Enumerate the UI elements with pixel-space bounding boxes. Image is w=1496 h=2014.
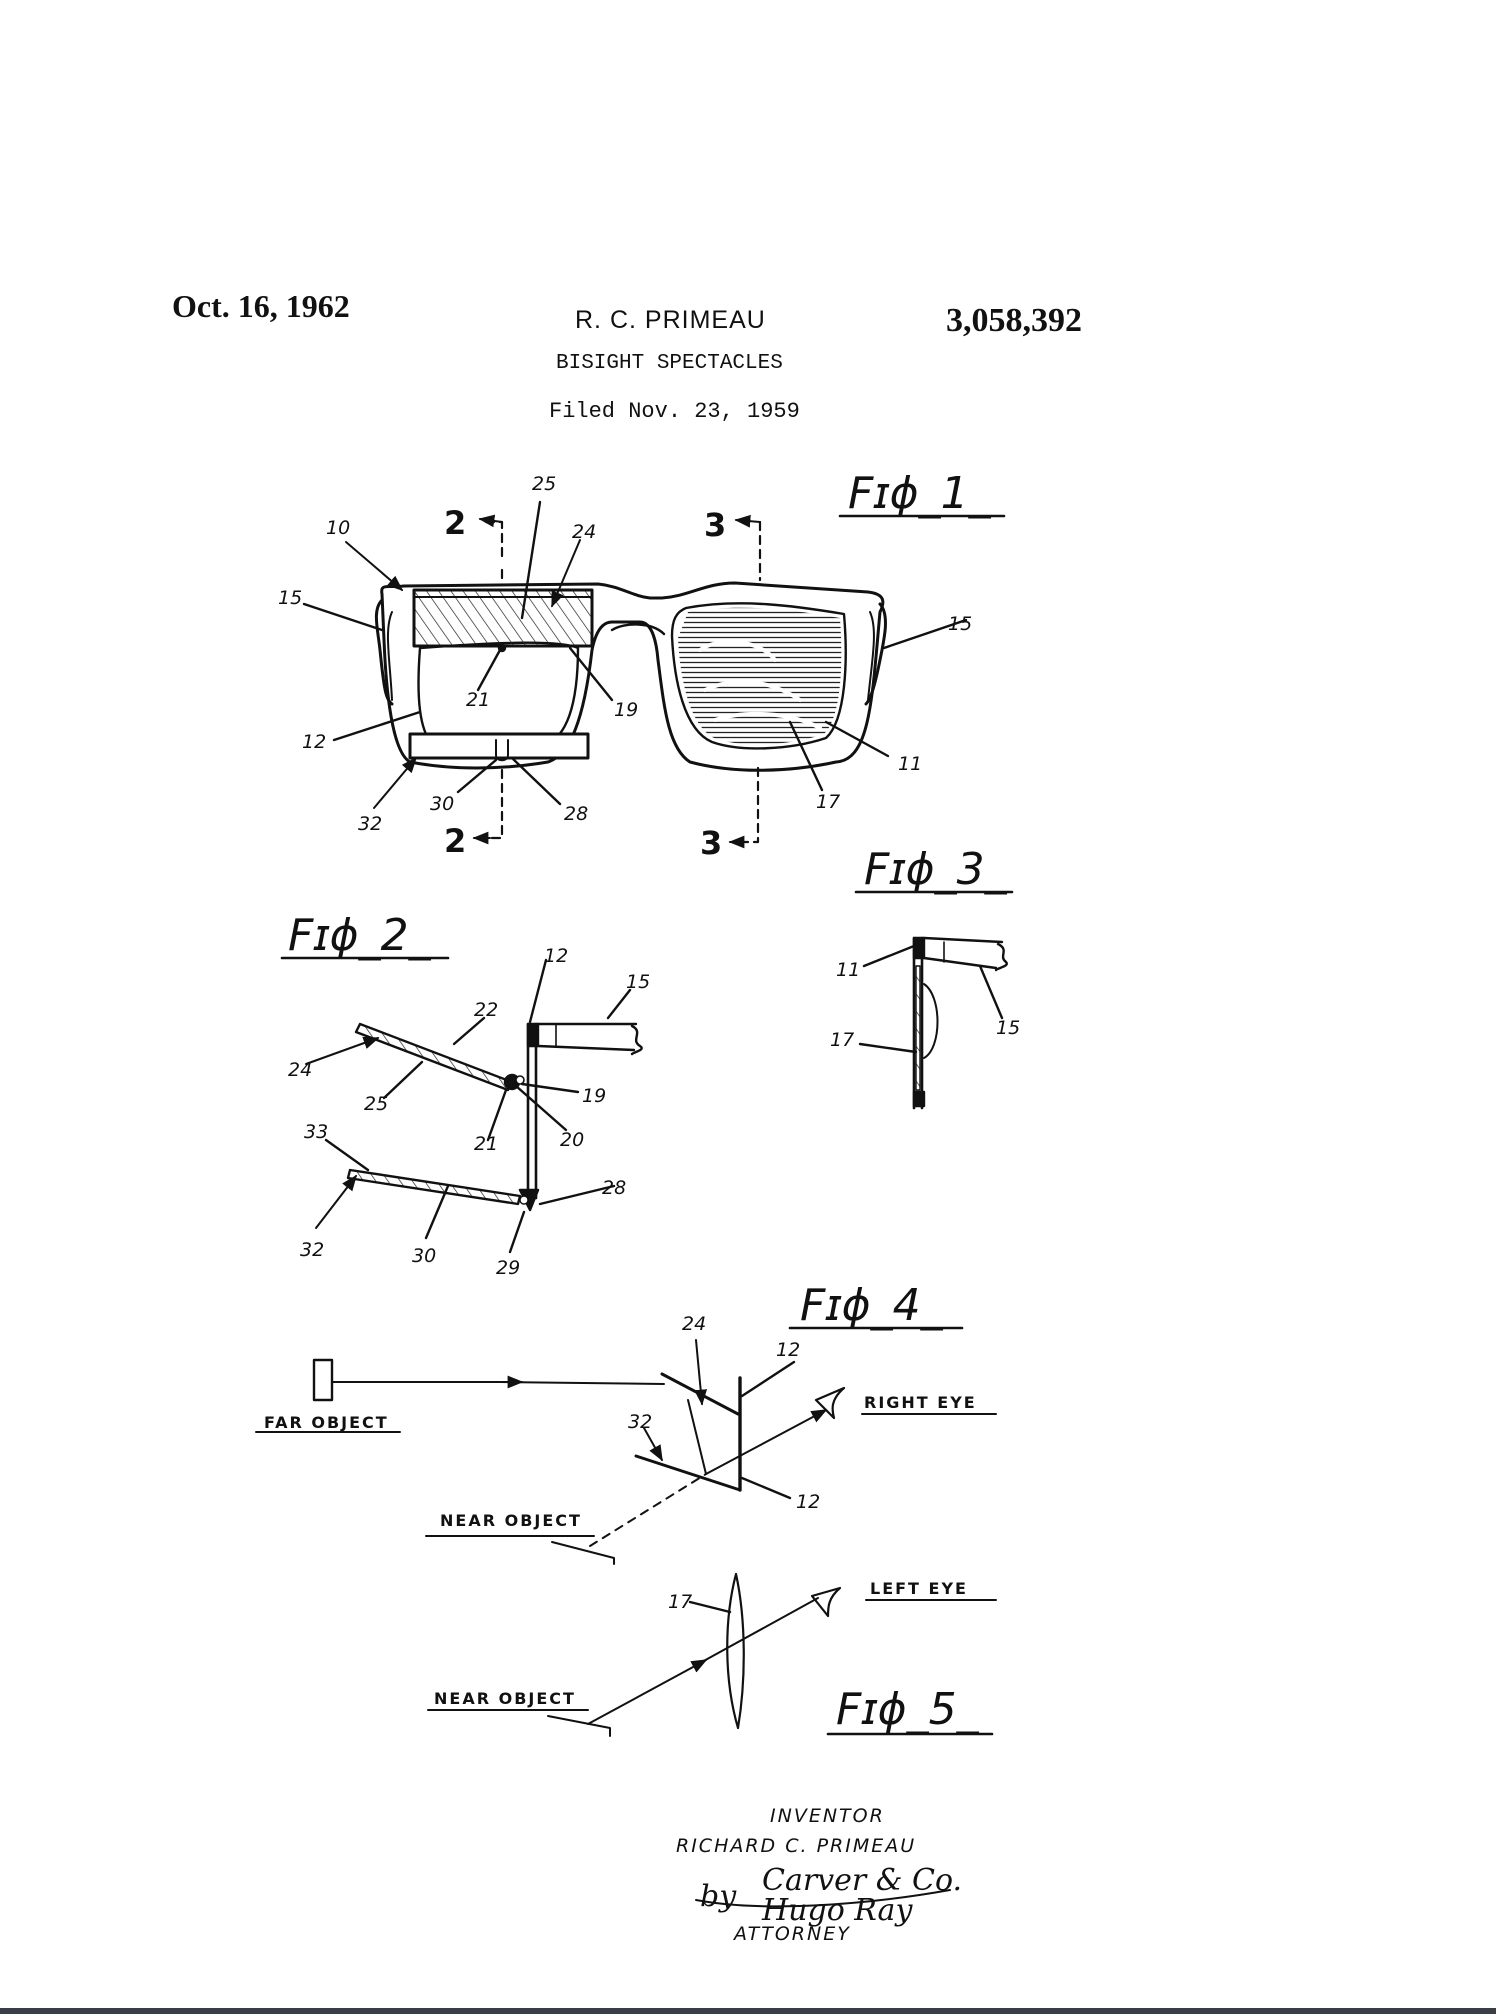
label-21: 21 — [474, 1133, 498, 1155]
right-eye-label: RIGHT EYE — [864, 1393, 977, 1412]
label-15-left: 15 — [278, 587, 302, 609]
label-17: 17 — [816, 791, 840, 813]
label-24: 24 — [288, 1059, 312, 1081]
label-33: 33 — [304, 1121, 328, 1143]
label-30: 30 — [412, 1245, 436, 1267]
fig5-optics-diagram — [427, 1572, 997, 1737]
patent-title: BISIGHT SPECTACLES — [556, 352, 783, 375]
fig2-title: Fɪɸ_2_ — [288, 910, 432, 961]
label-32: 32 — [628, 1411, 652, 1433]
signature-block: INVENTOR RICHARD C. PRIMEAU Carver & Co.… — [676, 1805, 962, 1945]
window-bottom-strip — [0, 2008, 1496, 2014]
label-29: 29 — [496, 1257, 520, 1279]
by-text: by — [700, 1879, 737, 1914]
near-object-label: NEAR OBJECT — [440, 1511, 582, 1530]
fig4-labels: Fɪɸ_4_ 24 12 32 12 FAR OBJECT RIGHT EYE … — [264, 1280, 977, 1530]
label-19: 19 — [582, 1085, 606, 1107]
label-32: 32 — [300, 1239, 324, 1261]
fig2-labels: Fɪɸ_2_ 12 15 22 24 25 19 21 20 33 28 32 … — [288, 910, 650, 1279]
label-28: 28 — [602, 1177, 626, 1199]
patent-date: Oct. 16, 1962 — [172, 288, 350, 324]
left-eye-label: LEFT EYE — [870, 1579, 968, 1598]
label-22: 22 — [474, 999, 498, 1021]
label-30: 30 — [430, 793, 454, 815]
label-28: 28 — [564, 803, 588, 825]
fig3-labels: Fɪɸ_3_ 11 15 17 — [830, 844, 1020, 1051]
firm-signature: Carver & Co. — [762, 1863, 962, 1898]
label-11: 11 — [836, 959, 860, 981]
signature-marks — [695, 1889, 951, 1908]
patent-number: 3,058,392 — [946, 302, 1082, 339]
fig4-title: Fɪɸ_4_ — [800, 1280, 944, 1331]
fig4-optics-diagram — [255, 1326, 997, 1565]
far-object-label: FAR OBJECT — [264, 1413, 389, 1432]
attorney-caption: ATTORNEY — [732, 1923, 851, 1945]
fig3-title: Fɪɸ_3_ — [864, 844, 1008, 895]
label-10: 10 — [326, 517, 350, 539]
label-15: 15 — [626, 971, 650, 993]
fig3-section-view — [854, 890, 1014, 1110]
section-3-top: 3 — [704, 506, 726, 544]
label-25: 25 — [532, 473, 556, 495]
label-20: 20 — [560, 1129, 584, 1151]
label-15: 15 — [996, 1017, 1020, 1039]
fig2-section-view — [280, 956, 643, 1254]
filed-date: Filed Nov. 23, 1959 — [549, 399, 800, 424]
label-12: 12 — [544, 945, 568, 967]
fig5-labels: Fɪɸ_5_ 17 LEFT EYE NEAR OBJECT — [434, 1579, 980, 1735]
label-24: 24 — [682, 1313, 706, 1335]
label-32: 32 — [358, 813, 382, 835]
inventor-name: R. C. PRIMEAU — [575, 306, 766, 334]
label-24: 24 — [572, 521, 596, 543]
label-17: 17 — [668, 1591, 692, 1613]
label-15-right: 15 — [948, 613, 972, 635]
inventor-full-name: RICHARD C. PRIMEAU — [676, 1835, 916, 1857]
section-2-top: 2 — [444, 504, 466, 542]
label-25: 25 — [364, 1093, 388, 1115]
label-21: 21 — [466, 689, 490, 711]
fig5-title: Fɪɸ_5_ — [836, 1684, 980, 1735]
label-17: 17 — [830, 1029, 854, 1051]
section-3-bottom: 3 — [700, 824, 722, 862]
label-12-bottom: 12 — [796, 1491, 820, 1513]
label-19: 19 — [614, 699, 638, 721]
fig1-spectacles — [302, 500, 1006, 849]
near-object-label: NEAR OBJECT — [434, 1689, 576, 1708]
fig1-labels: Fɪɸ_1_ 10 15 25 24 21 19 12 32 30 28 15 … — [278, 468, 992, 862]
label-12: 12 — [302, 731, 326, 753]
label-11: 11 — [898, 753, 922, 775]
fig1-title: Fɪɸ_1_ — [848, 468, 992, 519]
section-2-bottom: 2 — [444, 822, 466, 860]
attorney-signature: Hugo Ray — [761, 1893, 913, 1928]
label-12-top: 12 — [776, 1339, 800, 1361]
inventor-caption: INVENTOR — [770, 1805, 885, 1827]
